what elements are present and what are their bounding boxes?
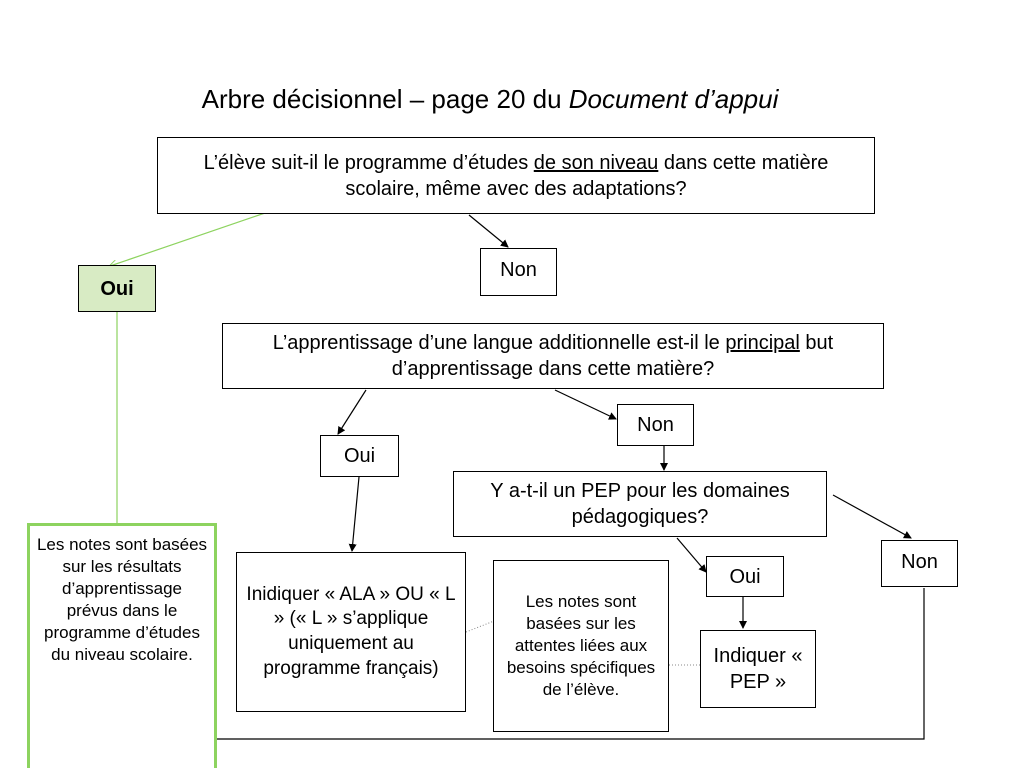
note-pep-text: Les notes sont basées sur les attentes l… [506,591,656,700]
q2-oui-box: Oui [320,435,399,477]
arrow-q2-non [554,389,617,420]
page-title: Arbre décisionnel – page 20 du Document … [0,84,980,115]
note-level-box: Les notes sont basées sur les résultats … [27,523,217,768]
arrow-q2-oui [337,389,367,435]
question-2-box: L’apprentissage d’une langue additionnel… [222,323,884,389]
arrow-oui-ala [348,476,360,552]
title-text: Arbre décisionnel – page 20 du [201,84,569,114]
question-1-underlined: de son niveau [533,151,659,174]
note-level-text: Les notes sont basées sur les résultats … [36,535,208,665]
q2-non-label: Non [637,414,674,436]
question-1-box: L’élève suit-il le programme d’études de… [157,137,875,214]
arrow-q1-oui [110,212,266,266]
result-pep-box: Indiquer « PEP » [700,630,816,708]
result-ala-box: Inidiquer « ALA » OU « L » (« L » s’appl… [236,552,466,712]
result-ala-text: Inidiquer « ALA » OU « L » (« L » s’appl… [246,583,456,679]
q1-non-box: Non [480,248,557,296]
dotted-ala-note [465,620,495,633]
question-2-underlined: principal [725,332,800,354]
q1-oui-box: Oui [78,265,156,312]
arrow-q3-oui [676,537,707,573]
q1-non-label: Non [500,259,537,281]
result-pep-text: Indiquer « PEP » [713,645,803,693]
question-1-text: L’élève suit-il le programme d’études de… [203,151,829,200]
q1-oui-label: Oui [100,277,134,300]
q3-non-box: Non [881,540,958,587]
question-2-text: L’apprentissage d’une langue additionnel… [272,332,834,380]
arrow-q3-non [832,494,912,539]
question-3-box: Y a-t-il un PEP pour les domaines pédago… [453,471,827,537]
note-pep-box: Les notes sont basées sur les attentes l… [493,560,669,732]
q3-oui-box: Oui [706,556,784,597]
q3-non-label: Non [901,551,938,573]
q2-non-box: Non [617,404,694,446]
q3-oui-label: Oui [729,565,761,588]
title-italic: Document d’appui [568,84,779,114]
question-3-text: Y a-t-il un PEP pour les domaines pédago… [490,480,790,528]
q2-oui-label: Oui [343,445,376,467]
arrow-non-note [203,588,925,743]
arrow-q1-non [468,214,509,248]
